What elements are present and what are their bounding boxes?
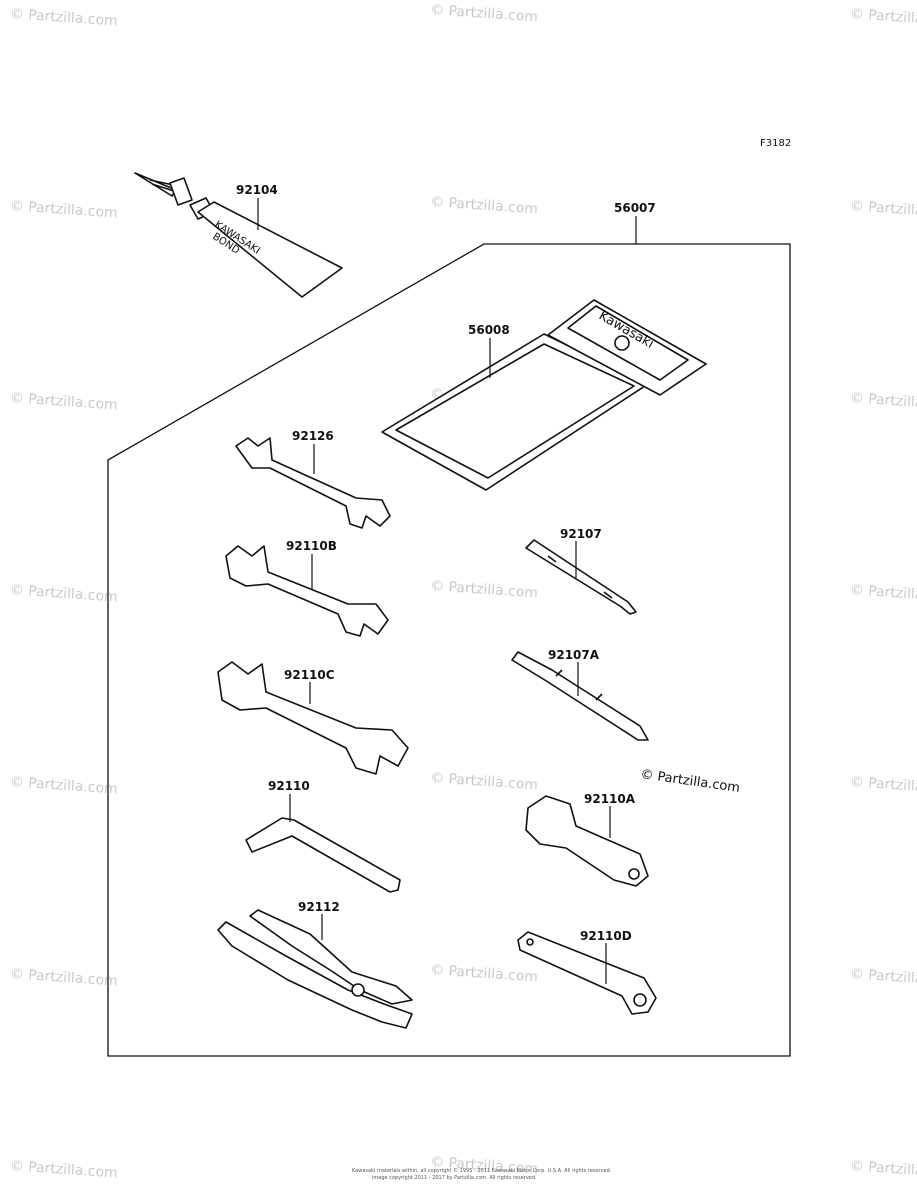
watermark-tile: © Partzilla.com [849,774,917,797]
tool-kit-frame [107,243,791,1057]
part-label-92126: 92126 [292,429,334,443]
box-wrench-92110a-illustration [525,795,649,887]
watermark-tile: © Partzilla.com [9,198,118,221]
part-label-56008: 56008 [468,323,510,337]
part-label-92110d: 92110D [580,929,632,943]
watermark-tile: © Partzilla.com [9,966,118,989]
watermark-tile: © Partzilla.com [849,582,917,605]
watermark-tile: © Partzilla.com [430,1154,539,1177]
part-label-92110: 92110 [268,779,310,793]
part-label-92112: 92112 [298,900,340,914]
wrench-92110b-illustration [225,545,389,637]
figure-code: F3182 [760,138,791,149]
watermark-tile: © Partzilla.com [430,770,539,793]
watermark-tile: © Partzilla.com [849,966,917,989]
watermark-tile: © Partzilla.com [849,1158,917,1181]
footer-copyright-line1: Kawasaki materials within, all copyright… [352,1167,612,1174]
partzilla-watermark-text: © Partzilla.com [639,767,740,796]
part-label-92110c: 92110C [284,668,335,682]
hex-key-92110-illustration [245,817,401,893]
part-label-56007: 56007 [614,201,656,215]
watermark-tile: © Partzilla.com [849,390,917,413]
part-label-92107a: 92107A [548,648,600,662]
part-label-92110b: 92110B [286,539,337,553]
watermark-tile: © Partzilla.com [430,962,539,985]
tube-wrench-92110d-illustration [517,931,657,1015]
part-label-92110a: 92110A [584,792,636,806]
watermark-tile: © Partzilla.com [9,390,118,413]
tool-pouch-illustration: Kawasaki [381,299,707,491]
watermark-tile: © Partzilla.com [9,582,118,605]
watermark-tile: © Partzilla.com [849,6,917,29]
wrench-92126-illustration [235,437,391,529]
footer-copyright-line2: image copyright 2011 - 2017 by Partzilla… [372,1175,537,1181]
watermark-tile: © Partzilla.com [9,6,118,29]
part-label-92104: 92104 [236,183,278,197]
part-label-92107: 92107 [560,527,602,541]
watermark-tile: © Partzilla.com [430,578,539,601]
watermark-tile: © Partzilla.com [430,194,539,217]
watermark-tile: © Partzilla.com [9,1158,118,1181]
screwdriver-92107-illustration [525,539,637,615]
watermark-tile: © Partzilla.com [9,774,118,797]
wrench-92110c-illustration [217,661,409,775]
pliers-92112-illustration [217,909,413,1029]
screwdriver-92107a-illustration [511,651,649,741]
watermark-tile: © Partzilla.com [430,2,539,25]
watermark-tile: © Partzilla.com [849,198,917,221]
